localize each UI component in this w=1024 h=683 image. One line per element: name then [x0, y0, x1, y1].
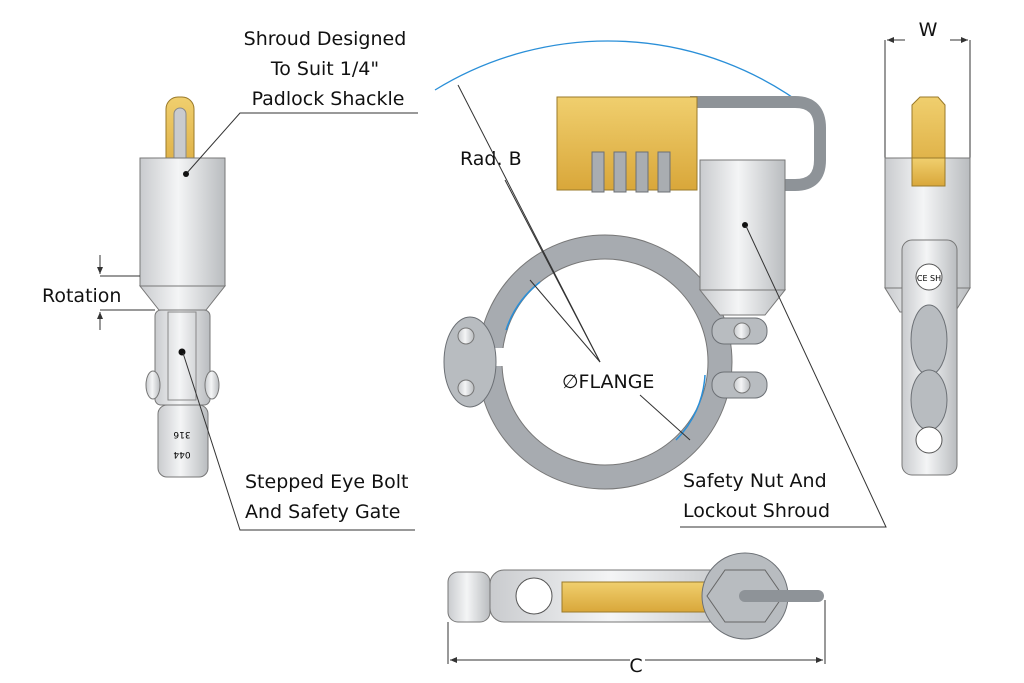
label-safety-nut: Safety Nut And Lockout Shroud	[683, 470, 833, 522]
hinge	[443, 316, 497, 408]
eye-bolt	[154, 309, 211, 406]
material-marking: 316	[173, 429, 190, 439]
shroud-cone	[138, 285, 227, 311]
shroud-body	[139, 157, 226, 287]
label-flange: ∅FLANGE	[562, 371, 654, 393]
label-radius: Rad. B	[460, 148, 522, 170]
left-side-view: 316 044	[138, 96, 227, 478]
cert-marking: CE SH	[917, 274, 941, 283]
label-length: C	[629, 655, 642, 677]
label-shroud: Shroud Designed To Suit 1/4" Padlock Sha…	[244, 28, 413, 110]
top-view: C	[447, 552, 826, 677]
padlock-shackle	[690, 96, 826, 191]
label-rotation: Rotation	[42, 285, 121, 307]
label-eye-bolt: Stepped Eye Bolt And Safety Gate	[245, 471, 415, 523]
front-view-clamp	[434, 40, 826, 490]
right-side-view: W CE SH	[884, 19, 971, 476]
radius-arc	[434, 40, 811, 111]
label-width: W	[919, 19, 938, 41]
padlock-body	[556, 96, 698, 191]
safety-gate-lug	[157, 404, 209, 478]
code-marking: 044	[173, 449, 190, 459]
